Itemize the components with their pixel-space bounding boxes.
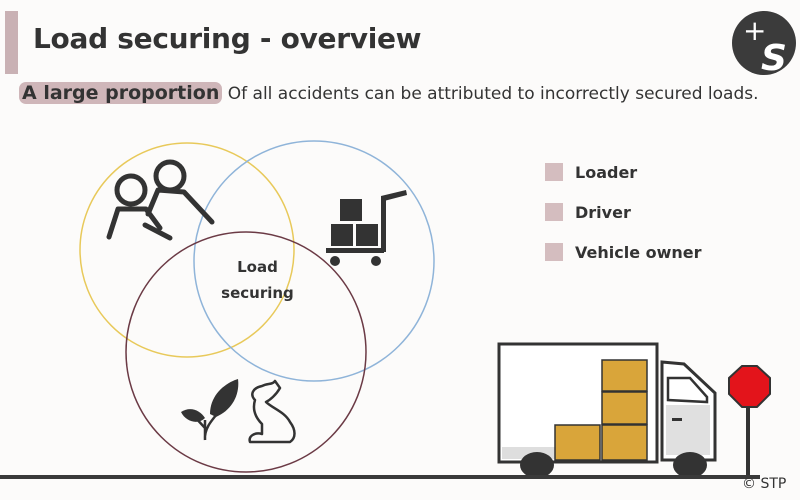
- legend-swatch: [545, 163, 563, 181]
- cargo-boxes: [554, 359, 648, 461]
- leaf-rabbit-icon: [181, 379, 296, 444]
- copyright: © STP: [742, 476, 787, 492]
- truck-rear-wheel: [520, 452, 554, 478]
- people-icon: [106, 159, 215, 241]
- venn-circle-driver: [193, 140, 435, 382]
- legend: Loader Driver Vehicle owner: [545, 152, 702, 272]
- intro-text: Of all accidents can be attributed to in…: [222, 84, 759, 104]
- legend-label: Vehicle owner: [575, 242, 702, 262]
- venn-circle-loader: [79, 142, 295, 358]
- venn-center-label-line1: Load: [237, 258, 278, 276]
- intro-paragraph: A large proportion Of all accidents can …: [19, 79, 779, 109]
- venn-center-label: Load securing: [215, 254, 300, 306]
- legend-item-loader: Loader: [545, 152, 702, 192]
- truck-illustration: [497, 342, 717, 478]
- legend-label: Driver: [575, 202, 631, 222]
- ground-line: [0, 475, 760, 479]
- truck-front-wheel: [673, 452, 707, 478]
- venn-center-label-line2: securing: [221, 284, 294, 302]
- hand-truck-icon: [326, 190, 407, 266]
- stop-sign-icon: [728, 365, 771, 477]
- logo: + S: [732, 11, 796, 76]
- logo-letter: S: [761, 38, 787, 76]
- intro-highlight: A large proportion: [19, 82, 223, 104]
- legend-swatch: [545, 203, 563, 221]
- venn-circle-environment: [125, 231, 367, 473]
- logo-plus: +: [743, 14, 766, 47]
- legend-item-vehicle-owner: Vehicle owner: [545, 232, 702, 272]
- page-title: Load securing - overview: [33, 22, 422, 55]
- title-accent-bar: [5, 11, 18, 74]
- logo-circle: [732, 11, 796, 75]
- legend-label: Loader: [575, 162, 638, 182]
- legend-swatch: [545, 243, 563, 261]
- legend-item-driver: Driver: [545, 192, 702, 232]
